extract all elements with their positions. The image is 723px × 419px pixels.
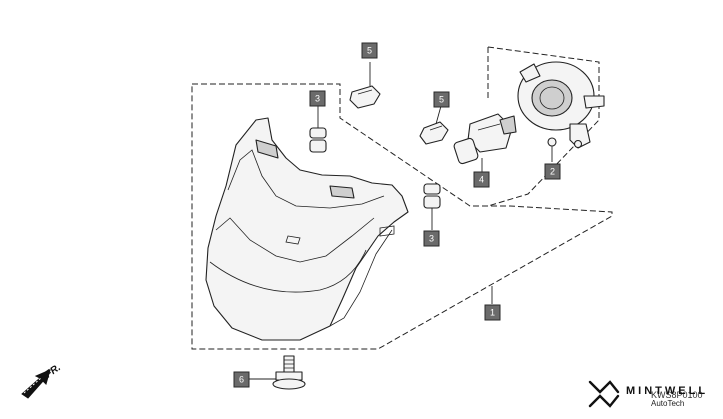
- svg-text:5: 5: [367, 46, 372, 56]
- socket-cover: [517, 61, 605, 162]
- leader-5b: [435, 105, 442, 125]
- svg-text:1: 1: [490, 308, 495, 318]
- flange-bolt: [272, 355, 306, 390]
- svg-text:4: 4: [479, 175, 484, 185]
- headlight-housing: [205, 117, 409, 341]
- callout-3-upper[interactable]: 3: [309, 90, 326, 107]
- brand-logo-icon: [588, 380, 620, 408]
- callout-2[interactable]: 2: [544, 163, 561, 180]
- grommet-lower: [423, 183, 441, 209]
- brand-subtitle: AutoTech: [651, 399, 684, 408]
- grommet-upper: [309, 127, 327, 153]
- svg-text:2: 2: [550, 167, 555, 177]
- callout-5-lower[interactable]: 5: [433, 91, 450, 108]
- callout-4[interactable]: 4: [473, 171, 490, 188]
- svg-text:5: 5: [439, 95, 444, 105]
- svg-text:6: 6: [239, 375, 244, 385]
- assembly-outline-socket: [487, 46, 600, 207]
- svg-text:3: 3: [315, 94, 320, 104]
- diagram-code: KWS8P0100: [651, 390, 703, 400]
- rubber-cap-lower: [419, 121, 449, 145]
- callout-3-lower[interactable]: 3: [423, 230, 440, 247]
- callout-1[interactable]: 1: [484, 304, 501, 321]
- rubber-cap-upper: [349, 85, 381, 109]
- headlight-bulb: [453, 113, 517, 172]
- callout-6[interactable]: 6: [233, 371, 250, 388]
- assembly-outline-main: [191, 83, 613, 350]
- svg-text:3: 3: [429, 234, 434, 244]
- brand-name: MINTWELL: [626, 385, 708, 397]
- callout-5-upper[interactable]: 5: [361, 42, 378, 59]
- forward-arrow-icon: [21, 369, 51, 399]
